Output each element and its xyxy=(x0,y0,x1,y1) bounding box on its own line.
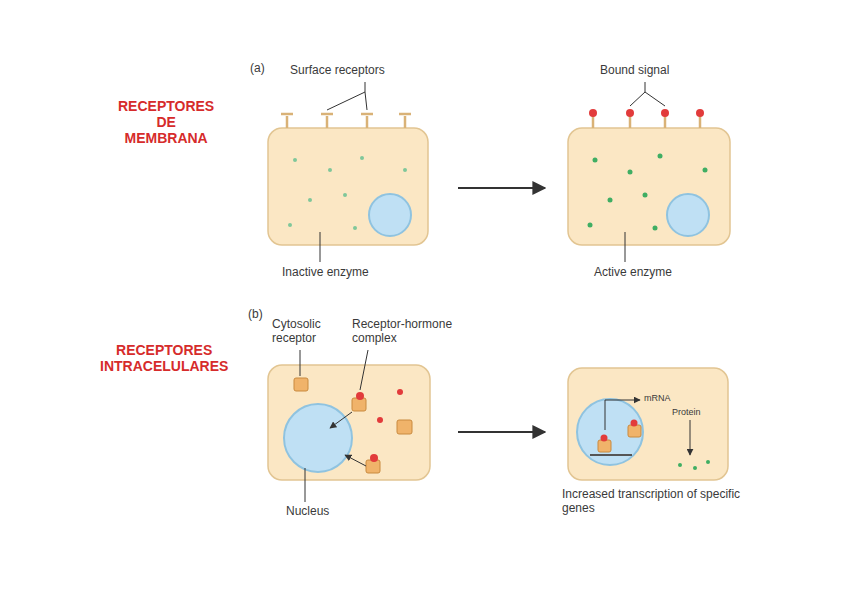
section-heading: RECEPTORES DE MEMBRANA xyxy=(118,98,214,146)
cell-inactive xyxy=(268,82,428,262)
part-label: Active enzyme xyxy=(594,266,724,280)
cell-transcription xyxy=(568,368,728,480)
cell-active xyxy=(568,82,730,262)
part-label: Nucleus xyxy=(286,505,366,519)
cell-intracellular xyxy=(268,350,430,502)
part-label: Cytosolic receptor xyxy=(272,318,338,346)
part-label: Receptor-hormone complex xyxy=(352,318,462,346)
section-heading: RECEPTORES INTRACELULARES xyxy=(100,342,228,374)
part-label: Protein xyxy=(672,407,727,417)
panel-letter: (a) xyxy=(250,62,265,76)
part-label: Inactive enzyme xyxy=(282,266,412,280)
part-label: mRNA xyxy=(644,393,694,403)
arrow xyxy=(458,431,545,433)
part-label: Surface receptors xyxy=(290,64,440,78)
panel-letter: (b) xyxy=(248,308,263,322)
part-label: Bound signal xyxy=(600,64,720,78)
arrow xyxy=(458,187,545,189)
caption-note: Increased transcription of specific gene… xyxy=(562,488,762,516)
